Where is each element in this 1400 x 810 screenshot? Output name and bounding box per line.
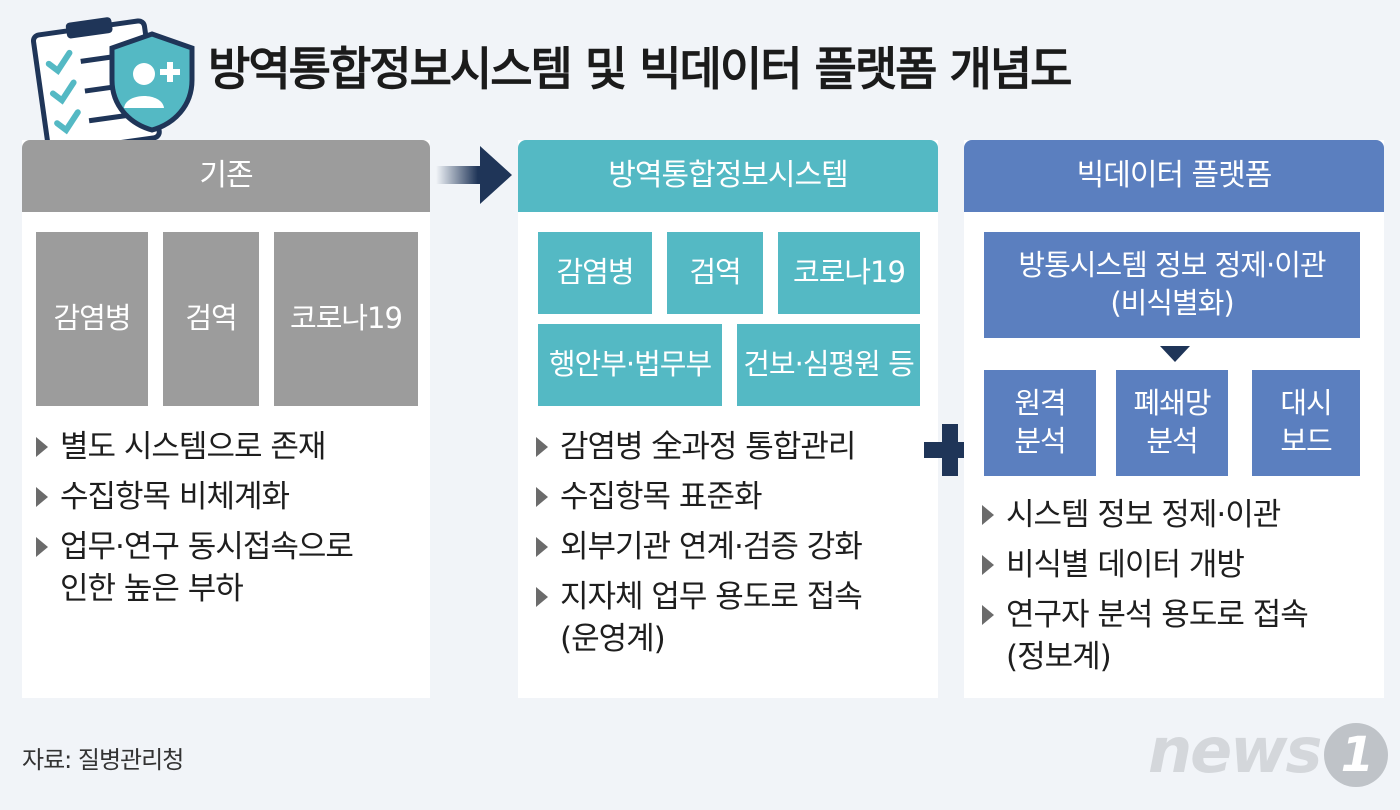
existing-box-quarantine: 검역 xyxy=(163,232,259,406)
existing-header: 기존 xyxy=(22,140,430,212)
integrated-bullet-2: 수집항목 표준화 xyxy=(534,476,862,518)
source-note: 자료: 질병관리청 xyxy=(22,746,184,774)
plus-icon xyxy=(924,424,976,476)
page-title: 방역통합정보시스템 및 빅데이터 플랫폼 개념도 xyxy=(208,42,1072,96)
bigdata-refine-box: 방통시스템 정보 정제·이관 (비식별화) xyxy=(984,232,1360,338)
existing-box-infectious: 감염병 xyxy=(36,232,148,406)
integrated-box-ministries: 행안부·법무부 xyxy=(538,324,722,406)
bigdata-bullet-1: 시스템 정보 정제·이관 xyxy=(980,494,1308,536)
bigdata-bullets: 시스템 정보 정제·이관 비식별 데이터 개방 연구자 분석 용도로 접속(정보… xyxy=(980,494,1309,686)
bigdata-bullet-3: 연구자 분석 용도로 접속(정보계) xyxy=(980,594,1309,678)
integrated-box-quarantine: 검역 xyxy=(667,232,763,314)
triangle-down-icon xyxy=(1160,346,1190,362)
integrated-bullets: 감염병 全과정 통합관리 수집항목 표준화 외부기관 연계·검증 강화 지자체 … xyxy=(534,426,863,668)
integrated-box-covid: 코로나19 xyxy=(778,232,920,314)
bigdata-header: 빅데이터 플랫폼 xyxy=(964,140,1384,212)
existing-bullet-2: 수집항목 비체계화 xyxy=(34,476,353,518)
integrated-box-infectious: 감염병 xyxy=(538,232,652,314)
integrated-bullet-4: 지자체 업무 용도로 접속(운영계) xyxy=(534,576,863,660)
integrated-bullet-1: 감염병 全과정 통합관리 xyxy=(534,426,862,468)
existing-bullet-1: 별도 시스템으로 존재 xyxy=(34,426,353,468)
existing-column: 기존 감염병 검역 코로나19 별도 시스템으로 존재 수집항목 비체계화 업무… xyxy=(22,140,430,698)
integrated-column: 방역통합정보시스템 감염병 검역 코로나19 행안부·법무부 건보·심평원 등 … xyxy=(518,140,938,698)
shield-person-icon xyxy=(109,31,195,133)
bigdata-bullet-2: 비식별 데이터 개방 xyxy=(980,544,1308,586)
integrated-header: 방역통합정보시스템 xyxy=(518,140,938,212)
arrow-right-icon xyxy=(436,146,512,204)
existing-box-covid: 코로나19 xyxy=(274,232,418,406)
integrated-box-insurance: 건보·심평원 등 xyxy=(737,324,920,406)
integrated-bullet-3: 외부기관 연계·검증 강화 xyxy=(534,526,863,568)
